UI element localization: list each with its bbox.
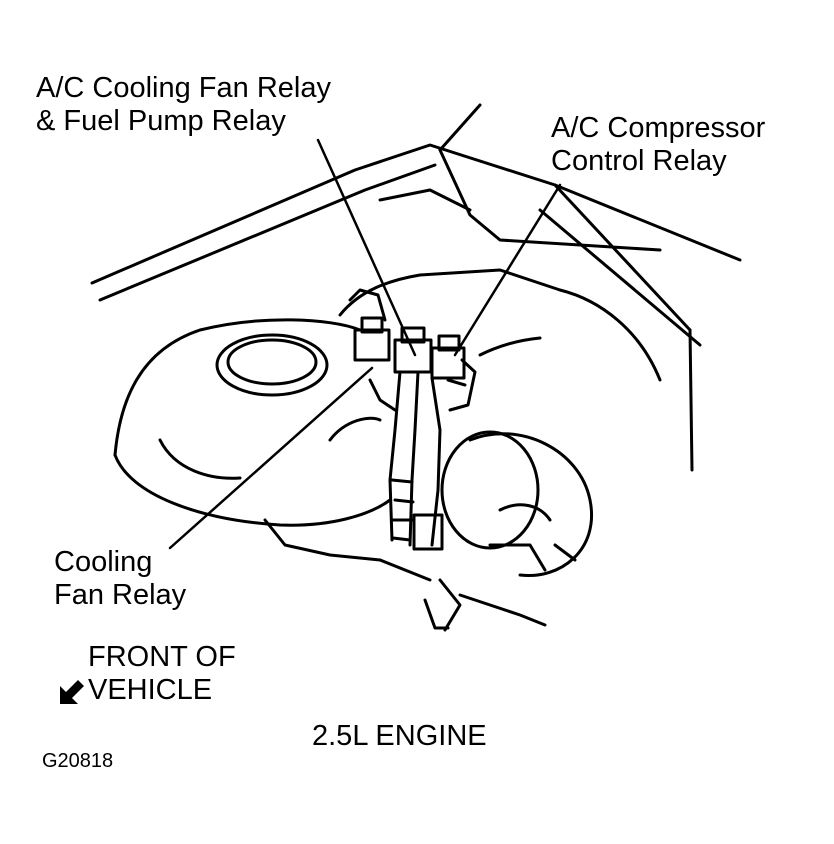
leader-ac-cooling-fan-fuel-pump — [316, 138, 417, 357]
leader-lines — [168, 138, 562, 550]
wiring-harness — [368, 370, 444, 551]
relay-cluster — [348, 288, 542, 412]
label-line: Cooling — [54, 546, 153, 578]
figure-id: G20818 — [42, 750, 114, 772]
label-front-of-vehicle: FRONT OF VEHICLE — [88, 641, 236, 707]
label-line: Control Relay — [551, 145, 727, 177]
label-line: FRONT OF — [88, 641, 236, 673]
label-line: VEHICLE — [88, 674, 213, 706]
label-ac-compressor-control-relay: A/C Compressor Control Relay — [551, 112, 765, 178]
label-line: & Fuel Pump Relay — [36, 105, 286, 137]
label-line: Fan Relay — [54, 579, 187, 611]
label-line: A/C Cooling Fan Relay — [36, 72, 331, 104]
leader-ac-compressor — [453, 183, 562, 357]
label-line: A/C Compressor — [551, 112, 766, 144]
hood-cowl-lines — [90, 103, 742, 472]
label-cooling-fan-relay: Cooling Fan Relay — [54, 546, 186, 612]
engine-caption: 2.5L ENGINE — [312, 720, 487, 752]
lower-body-lines — [263, 268, 662, 627]
air-intake-canister — [423, 430, 593, 632]
strut-tower — [113, 318, 392, 527]
arrow-down-left-icon — [60, 680, 84, 704]
label-ac-cooling-fan-fuel-pump-relay: A/C Cooling Fan Relay & Fuel Pump Relay — [36, 72, 331, 138]
leader-cooling-fan — [168, 366, 374, 550]
